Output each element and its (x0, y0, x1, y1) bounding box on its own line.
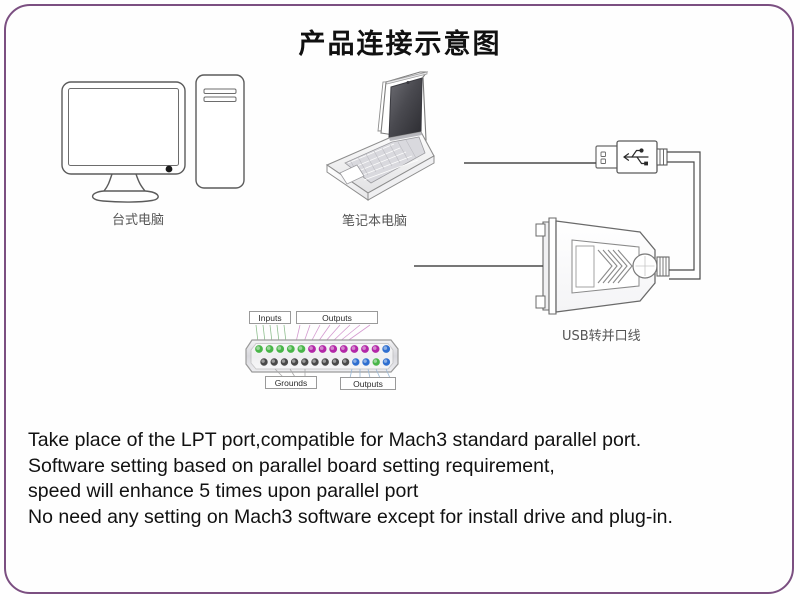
leader-lines-outputs-bottom (349, 368, 391, 379)
connector-pin (290, 357, 300, 367)
connector-pin-highlight (363, 359, 367, 363)
connector-pin-highlight (362, 346, 366, 350)
connector-pin (259, 357, 269, 367)
connector-pin-highlight (341, 346, 345, 350)
connector-pin (341, 357, 351, 367)
leader-lines-outputs-top (295, 324, 371, 343)
connector-pin-highlight (298, 346, 303, 350)
connector-pin-row-bottom (259, 357, 391, 367)
connector-pin (349, 344, 360, 354)
connector-pin-highlight (312, 359, 316, 363)
connector-pin-highlight (288, 346, 292, 350)
connector-pin (361, 357, 371, 367)
connector-pin-row-top (254, 344, 391, 354)
connector-pin (275, 344, 285, 354)
connector-pin-highlight (256, 346, 260, 350)
connector-pin-highlight (281, 359, 286, 363)
connector-pin (279, 357, 289, 367)
connector-pin (351, 357, 361, 367)
usb-type-a-plug (595, 140, 668, 174)
connector-pin-highlight (342, 359, 347, 363)
connector-pin-highlight (302, 359, 306, 363)
page-title: 产品连接示意图 (298, 29, 502, 60)
connector-pin-highlight (353, 359, 357, 363)
connector-pin-highlight (351, 346, 356, 350)
connector-pin-highlight (322, 359, 327, 363)
connector-pin-highlight (291, 359, 296, 363)
connector-pin (254, 344, 264, 354)
connector-pin-highlight (383, 359, 388, 363)
connector-pin (381, 357, 391, 367)
connector-pin-highlight (319, 346, 324, 350)
connector-label-outputs-top: Outputs (296, 311, 378, 324)
usb-adapter-label: USB转并口线 (562, 329, 641, 344)
connector-pin (360, 344, 370, 354)
connector-pin-highlight (373, 359, 378, 363)
usb-to-parallel-adapter-icon (535, 217, 670, 315)
connector-pin (317, 344, 328, 354)
connector-pin-highlight (277, 346, 282, 350)
connector-pin (307, 344, 317, 354)
description-line-3: speed will enhance 5 times upon parallel… (28, 480, 419, 502)
laptop-computer-label: 笔记本电脑 (342, 214, 408, 229)
connector-pin (286, 344, 296, 354)
laptop-computer-icon (325, 71, 435, 201)
connector-pin (310, 357, 320, 367)
desktop-computer-icon (61, 74, 245, 203)
leader-lines-inputs (255, 324, 287, 343)
connector-pin-highlight (309, 346, 313, 350)
cable-usb-to-adapter (667, 151, 701, 280)
connector-label-inputs: Inputs (249, 311, 291, 324)
connection-lines (414, 162, 596, 267)
connector-pin (371, 357, 381, 367)
connector-pin-highlight (330, 346, 335, 350)
connector-pin (269, 357, 279, 367)
connector-pin (264, 344, 275, 354)
description-line-4: No need any setting on Mach3 software ex… (28, 505, 673, 528)
connector-label-grounds: Grounds (265, 376, 317, 389)
connector-label-outputs-bottom: Outputs (340, 377, 396, 390)
connector-pin-highlight (261, 359, 265, 363)
connector-pin (370, 344, 381, 354)
connector-pin (320, 357, 330, 367)
leader-lines-grounds (274, 368, 306, 378)
connector-pin-highlight (332, 359, 337, 363)
connector-pin (300, 357, 310, 367)
connector-pin-highlight (383, 346, 388, 350)
connector-pin (296, 344, 307, 354)
connector-pin (330, 357, 340, 367)
description-text-block: Take place of the LPT port,compatible fo… (28, 428, 776, 530)
connector-pin (339, 344, 349, 354)
connector-pin-highlight (266, 346, 271, 350)
desktop-computer-label: 台式电脑 (112, 213, 165, 228)
connector-pin (328, 344, 338, 354)
connector-pin (381, 344, 391, 354)
connector-pin-highlight (271, 359, 276, 363)
description-line-2: Software setting based on parallel board… (28, 454, 555, 477)
description-line-1: Take place of the LPT port,compatible fo… (28, 429, 642, 451)
connector-pin-highlight (372, 346, 377, 350)
